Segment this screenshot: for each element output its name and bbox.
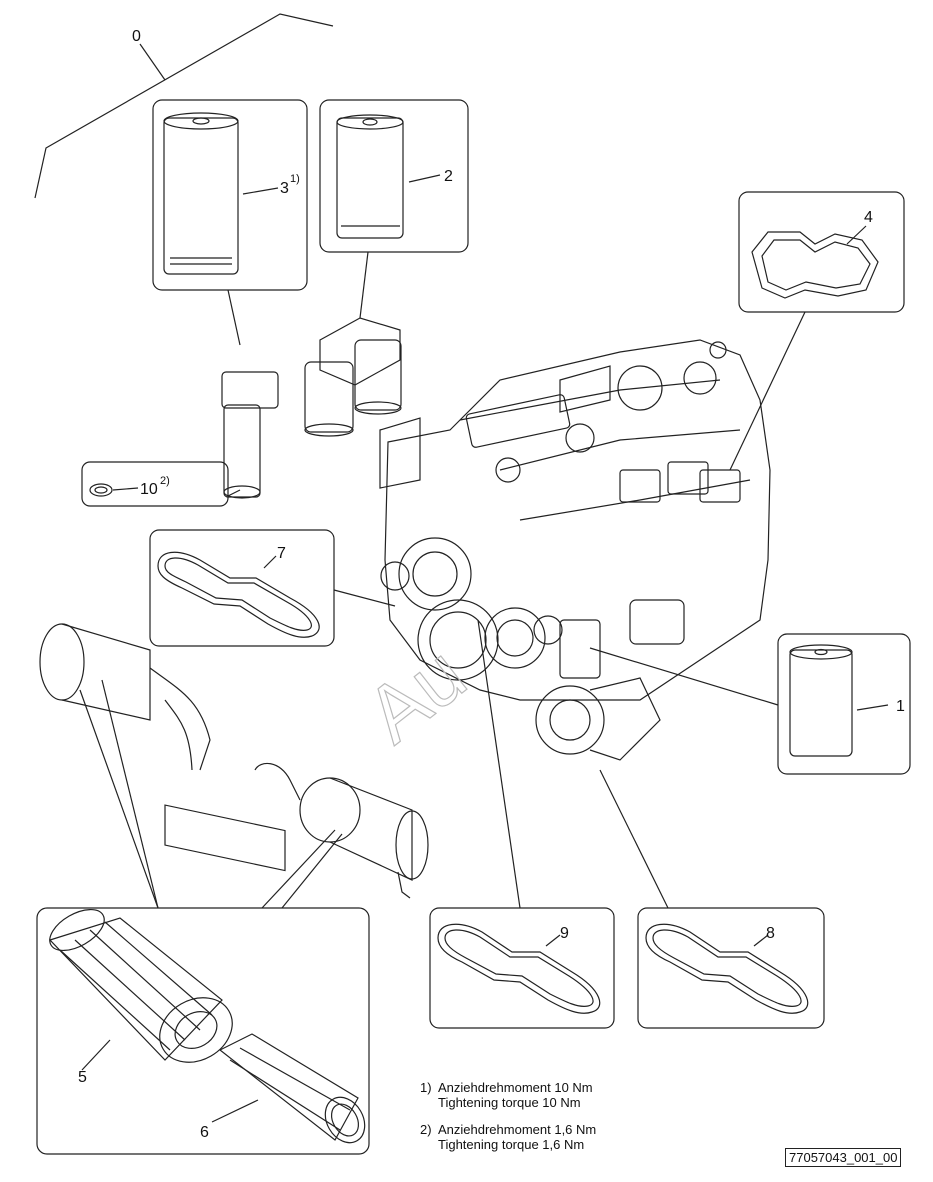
- label-5: 5: [78, 1069, 87, 1086]
- belt-8-box: [599, 769, 825, 1029]
- label-9: 9: [560, 925, 569, 942]
- label-3-footnote: 1): [290, 173, 300, 185]
- air-filter-box: [36, 679, 370, 1155]
- engine-illustration: [379, 339, 771, 761]
- label-3: 3: [280, 180, 289, 197]
- footnote-1-line-de: Anziehdrehmoment 10 Nm: [438, 1080, 593, 1095]
- label-10: 10: [140, 481, 158, 498]
- gasket-box: [729, 191, 905, 471]
- belt-9-box: [429, 619, 615, 1029]
- document-id: 77057043_001_00: [785, 1148, 902, 1167]
- fuel-filter-box: [319, 99, 469, 319]
- filter-1-box: [589, 633, 911, 775]
- footnote-2: 2) Anziehdrehmoment 1,6 Nm Tightening tor…: [420, 1122, 596, 1152]
- footnote-1: 1) Anziehdrehmoment 10 Nm Tightening torq…: [420, 1080, 593, 1110]
- footnote-1-number: 1): [420, 1080, 432, 1095]
- belt-7-box: [149, 529, 396, 647]
- label-1: 1: [896, 698, 905, 715]
- label-10-footnote: 2): [160, 475, 170, 487]
- label-6: 6: [200, 1124, 209, 1141]
- label-8: 8: [766, 925, 775, 942]
- footnote-2-number: 2): [420, 1122, 432, 1137]
- footnote-2-line-en: Tightening torque 1,6 Nm: [438, 1137, 585, 1152]
- label-0: 0: [132, 28, 141, 45]
- oil-filter-box: [152, 99, 308, 346]
- label-7: 7: [277, 545, 286, 562]
- footnote-1-line-en: Tightening torque 10 Nm: [438, 1095, 581, 1110]
- footnote-2-line-de: Anziehdrehmoment 1,6 Nm: [438, 1122, 597, 1137]
- watermark-text: Au: [350, 629, 482, 759]
- label-2: 2: [444, 168, 453, 185]
- label-4: 4: [864, 209, 873, 226]
- seal-ring-box: [81, 461, 241, 507]
- kit-bracket-0: [34, 13, 334, 199]
- oil-filter-housing: [221, 371, 279, 499]
- air-intake-assembly: [39, 623, 429, 899]
- fuel-filter-housing: [304, 317, 402, 437]
